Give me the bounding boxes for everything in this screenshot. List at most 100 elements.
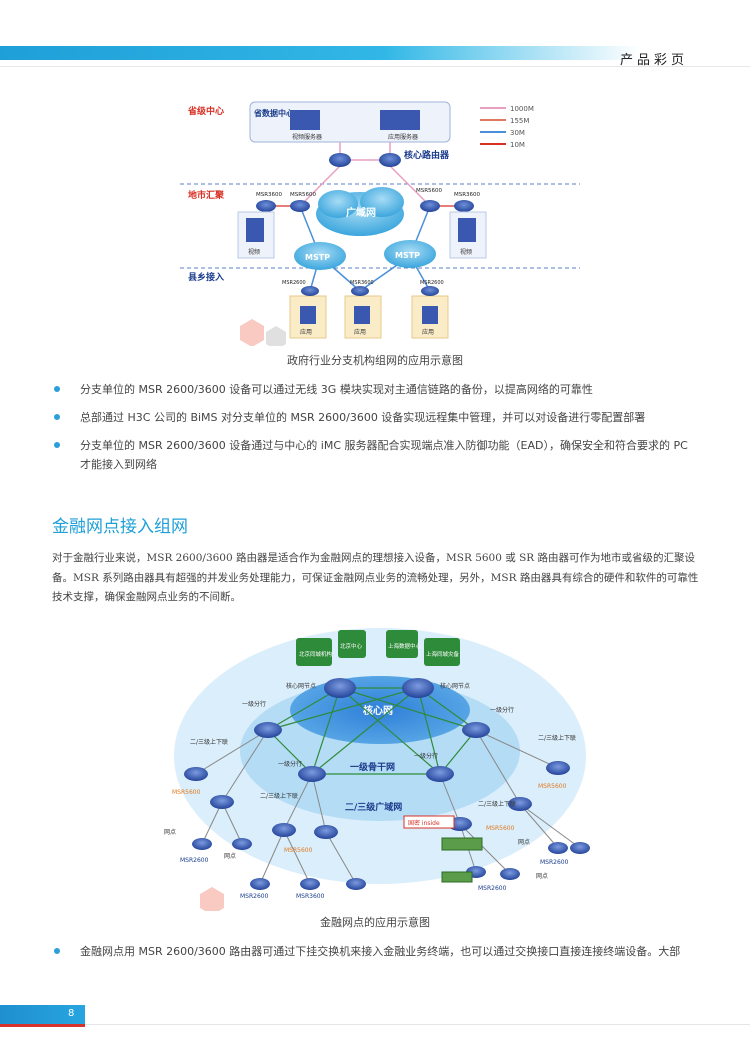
mstp-right-label: MSTP: [395, 251, 420, 260]
county-site-3: 应用 MSR2600: [411, 280, 449, 339]
core-router-left: [324, 678, 356, 698]
svg-text:MSR5600: MSR5600: [284, 847, 313, 854]
top-box-shanghai-dr: 上海同城灾备: [424, 638, 460, 666]
section-title: 金融网点接入组网: [52, 517, 188, 537]
footer-divider: [85, 1024, 750, 1025]
svg-text:一级分行: 一级分行: [414, 752, 438, 760]
svg-text:一级分行: 一级分行: [490, 706, 514, 714]
svg-text:上海数据中心: 上海数据中心: [388, 642, 422, 650]
branch-router-left: [254, 722, 282, 738]
svg-text:核心网节点: 核心网节点: [440, 682, 470, 690]
l23-router-1: [184, 767, 208, 781]
svg-text:应用: 应用: [354, 328, 366, 336]
core-router-label: 核心路由器: [404, 149, 450, 161]
svg-text:应用: 应用: [422, 328, 434, 336]
l23-router-3: [546, 761, 570, 775]
mstp-left-label: MSTP: [305, 253, 330, 262]
video-right-label: 视频: [460, 248, 472, 256]
l23-router-2: [210, 795, 234, 809]
top-box-shanghai-dc: 上海数据中心: [386, 630, 422, 658]
top-box-beijing-center: 北京中心: [338, 630, 366, 658]
svg-text:MSR2600: MSR2600: [420, 280, 444, 286]
header-title: 产品彩页: [620, 53, 689, 68]
decorative-hex-red: [240, 319, 264, 346]
video-server-label: 视频服务器: [292, 133, 322, 141]
crypto-card-2: [441, 871, 473, 883]
crypto-card-1: [441, 837, 483, 851]
city-router-left: [256, 200, 276, 212]
core-router-right: [379, 153, 401, 167]
level-province-label: 省级中心: [187, 105, 224, 117]
bullet-dot-icon: [54, 386, 60, 392]
svg-text:网点: 网点: [518, 838, 530, 846]
finance-network-diagram: 核心网 一级骨干网 二/三级广域网 北京同城机构 北京中心 上海数据中心 上海同…: [164, 628, 590, 911]
decorative-hex-gray: [266, 326, 286, 346]
svg-text:MSR5600: MSR5600: [172, 789, 201, 796]
svg-text:上海同城灾备: 上海同城灾备: [426, 650, 460, 658]
city-router-msr5600-right: [420, 200, 440, 212]
svg-text:网点: 网点: [224, 852, 236, 860]
datacenter-label: 省数据中心: [253, 108, 294, 118]
section-paragraph: 对于金融行业来说，MSR 2600/3600 路由器是适合作为金融网点的理想接入…: [52, 552, 699, 603]
gov-network-diagram: 省级中心 地市汇聚 县乡接入 省数据中心 视频服务器 应用服务器 1000M 1…: [180, 101, 580, 346]
branch-router-midright: [426, 766, 454, 782]
bullet-item: 分支单位的 MSR 2600/3600 设备通过与中心的 iMC 服务器配合实现…: [52, 436, 702, 474]
svg-text:北京中心: 北京中心: [340, 642, 363, 650]
svg-text:二/三级上下联: 二/三级上下联: [260, 792, 298, 800]
legend-155m: 155M: [510, 117, 529, 125]
secret-label: 国密 inside: [408, 819, 440, 827]
page-number: 8: [68, 1008, 75, 1019]
svg-text:MSR2600: MSR2600: [478, 885, 507, 892]
svg-text:应用: 应用: [300, 328, 312, 336]
svg-text:MSR2600: MSR2600: [180, 857, 209, 864]
bullet-item: 金融网点用 MSR 2600/3600 路由器可通过下挂交换机来接入金融业务终端…: [52, 942, 702, 961]
msr5600-left-label: MSR5600: [290, 192, 317, 198]
bullet-list-2: 金融网点用 MSR 2600/3600 路由器可通过下挂交换机来接入金融业务终端…: [52, 942, 702, 970]
app-server-label: 应用服务器: [388, 133, 418, 141]
figure2-caption: 金融网点的应用示意图: [320, 916, 430, 929]
svg-text:MSR3600: MSR3600: [350, 280, 374, 286]
branch-router-midleft: [298, 766, 326, 782]
core-net-label: 核心网: [363, 704, 393, 717]
svg-text:MSR3600: MSR3600: [296, 893, 325, 900]
secret-badge: [403, 815, 455, 829]
figure1-caption: 政府行业分支机构组网的应用示意图: [287, 354, 463, 367]
bandwidth-legend: 1000M 155M 30M 10M: [480, 105, 534, 149]
l23-router-4: [508, 797, 532, 811]
l23-router-6: [314, 825, 338, 839]
svg-text:一级分行: 一级分行: [278, 760, 302, 768]
city-router-right: [454, 200, 474, 212]
svg-text:MSR2600: MSR2600: [282, 280, 306, 286]
svg-text:网点: 网点: [536, 872, 548, 880]
county-site-1: 应用 MSR2600: [282, 280, 327, 339]
svg-text:MSR5600: MSR5600: [486, 825, 515, 832]
msr5600-right-label: MSR5600: [416, 188, 443, 194]
mstp-cloud-right: MSTP: [384, 240, 436, 268]
svg-text:网点: 网点: [164, 828, 176, 836]
svg-text:MSR5600: MSR5600: [538, 783, 567, 790]
svg-text:MSR2600: MSR2600: [240, 893, 269, 900]
wan23-label: 二/三级广域网: [345, 801, 402, 813]
decorative-hex-red: [200, 887, 224, 911]
wan-label: 广域网: [346, 206, 376, 219]
legend-1000m: 1000M: [510, 105, 534, 113]
bullet-item: 分支单位的 MSR 2600/3600 设备可以通过无线 3G 模块实现对主通信…: [52, 380, 702, 399]
bullet-dot-icon: [54, 442, 60, 448]
legend-30m: 30M: [510, 129, 525, 137]
branch-router-right: [462, 722, 490, 738]
bullet-item: 总部通过 H3C 公司的 BiMS 对分支单位的 MSR 2600/3600 设…: [52, 408, 702, 427]
wan-cloud: 广域网: [316, 187, 404, 236]
bullet-list-1: 分支单位的 MSR 2600/3600 设备可以通过无线 3G 模块实现对主通信…: [52, 380, 702, 483]
svg-text:核心网节点: 核心网节点: [286, 682, 316, 690]
header-divider: [0, 66, 750, 67]
page-number-bar: [0, 1005, 85, 1027]
l23-router-5: [272, 823, 296, 837]
msr3600-right-label: MSR3600: [454, 192, 481, 198]
svg-text:MSR2600: MSR2600: [540, 859, 569, 866]
msr3600-left-label: MSR3600: [256, 192, 283, 198]
level-county-label: 县乡接入: [188, 271, 224, 283]
county-site-2: 应用 MSR3600: [344, 280, 382, 339]
video-server-icon: [290, 110, 320, 130]
core-router-left: [329, 153, 351, 167]
core-router-right: [402, 678, 434, 698]
